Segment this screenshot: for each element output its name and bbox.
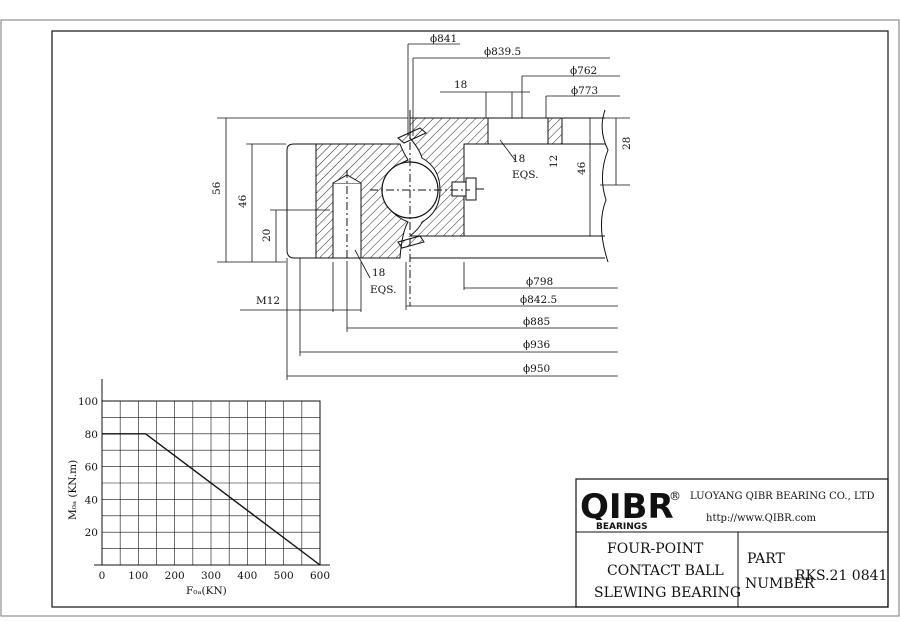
dim-h28: 28	[621, 137, 633, 150]
dim-eqs-top-num: 18	[512, 153, 525, 165]
dim-eqs-bot-num: 18	[372, 267, 385, 279]
dim-d841: ϕ841	[430, 33, 457, 45]
chart-y-tick-label: 100	[78, 396, 98, 408]
chart-x-tick-label: 300	[201, 570, 221, 582]
load-chart: 0 100 200 300 400 500 600 20 40 60 80 100 F₀ₐ(KN) M…	[67, 379, 330, 597]
desc-line2: CONTACT BALL	[607, 563, 724, 579]
dim-eqs-top-txt: EQS.	[512, 169, 538, 181]
dim-m12: M12	[256, 295, 280, 307]
chart-x-tick-label: 400	[237, 570, 257, 582]
logo-sub: BEARINGS	[596, 522, 648, 532]
chart-y-tick-label: 80	[85, 429, 98, 441]
dim-d762: ϕ762	[570, 65, 597, 77]
company-name: LUOYANG QIBR BEARING CO., LTD	[690, 491, 874, 502]
chart-ylabel: M₀ₐ (KN.m)	[67, 460, 79, 520]
dim-h56: 56	[211, 181, 223, 195]
drawing-frame	[51, 30, 889, 608]
dim-d839-5: ϕ839.5	[484, 46, 521, 58]
chart-x-tick-label: 500	[274, 570, 294, 582]
chart-x-tick-label: 100	[128, 570, 148, 582]
chart-ticks: 0 100 200 300 400 500 600 20 40 60 80 100	[78, 396, 330, 582]
dim-w18-top: 18	[454, 79, 467, 91]
chart-xlabel: F₀ₐ(KN)	[186, 585, 227, 597]
bearing-cross-section	[286, 109, 609, 306]
sheet-border	[0, 19, 900, 617]
dim-h46-left: 46	[237, 194, 249, 208]
dim-d950: ϕ950	[523, 363, 550, 375]
chart-x-tick-label: 0	[99, 570, 106, 582]
chart-y-tick-label: 40	[85, 494, 98, 506]
outer-flange	[286, 143, 317, 259]
chart-series-line	[102, 433, 321, 566]
logo-reg: ®	[669, 489, 681, 503]
dim-h46-right: 46	[576, 161, 588, 175]
title-block	[575, 478, 889, 608]
dim-d773: ϕ773	[571, 85, 598, 97]
dimension-lines	[217, 43, 630, 380]
dim-eqs-bot-txt: EQS.	[370, 284, 396, 296]
company-website: http://www.QIBR.com	[706, 513, 816, 524]
dim-d798: ϕ798	[526, 276, 553, 288]
desc-line3: SLEWING BEARING	[594, 585, 741, 601]
desc-line1: FOUR-POINT	[607, 541, 704, 557]
dim-h12: 12	[548, 155, 560, 168]
chart-y-tick-label: 20	[85, 527, 98, 539]
dim-h20: 20	[261, 229, 273, 242]
chart-x-tick-label: 200	[165, 570, 185, 582]
inner-ring-hole	[487, 117, 549, 145]
grease-nipple	[451, 181, 467, 197]
inner-ring	[408, 117, 489, 237]
chart-grid	[94, 379, 330, 566]
part-label2: NUMBER	[745, 576, 815, 592]
chart-x-tick-label: 600	[310, 570, 330, 582]
dim-d842-5: ϕ842.5	[520, 294, 557, 306]
seal-bottom	[397, 235, 425, 249]
chart-y-tick-label: 60	[85, 462, 98, 474]
part-label1: PART	[747, 551, 786, 567]
part-number: RKS.21 0841	[795, 568, 887, 584]
dim-d936: ϕ936	[523, 339, 551, 351]
dim-d885: ϕ885	[523, 316, 550, 328]
